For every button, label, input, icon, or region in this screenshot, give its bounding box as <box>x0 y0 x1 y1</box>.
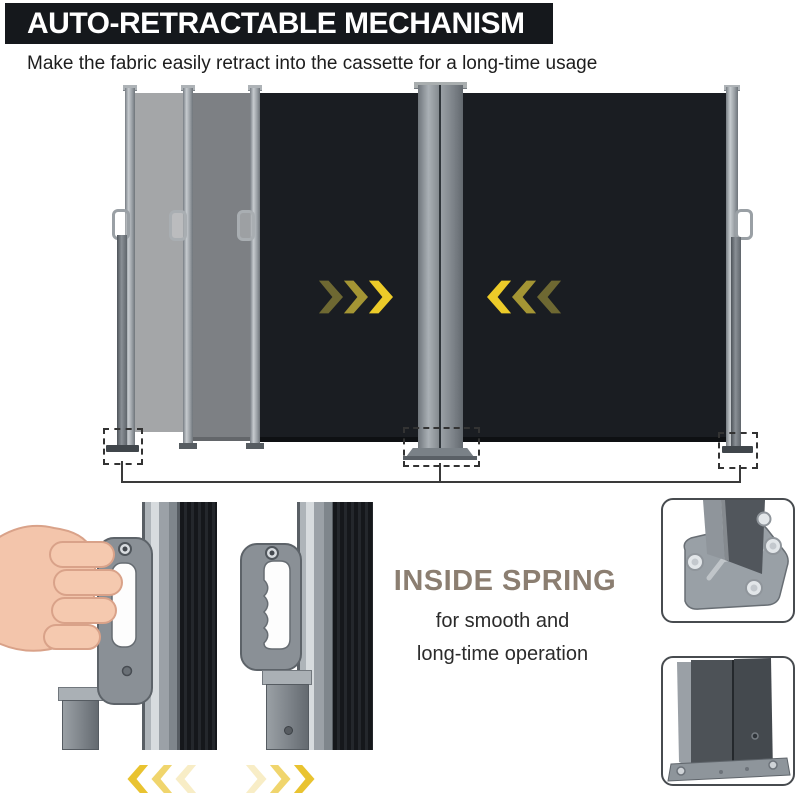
pole-foot <box>246 443 264 449</box>
base-plate-photo-bottom <box>661 656 795 786</box>
support-foot-left <box>106 445 139 452</box>
support-leg-cap <box>262 670 312 685</box>
leader-line <box>121 461 123 482</box>
callout-box-left-foot <box>103 428 143 465</box>
slide-arrows-right-icon <box>242 765 316 793</box>
detached-leg-body <box>62 700 99 750</box>
pull-bar-ghost-2 <box>183 88 193 448</box>
cassette-base-plate <box>403 456 477 460</box>
support-leg-right <box>731 237 741 447</box>
pull-handle-large <box>240 543 302 671</box>
support-leg-body <box>266 684 309 750</box>
inside-spring-line-2: long-time operation <box>416 643 589 665</box>
inside-spring-line-1: for smooth and <box>435 610 570 632</box>
base-plate-photo-top <box>661 498 795 623</box>
pull-handle <box>237 210 255 241</box>
callout-box-right-foot <box>718 432 758 469</box>
pole-foot <box>179 443 197 449</box>
pull-bar-ghost-1 <box>125 88 135 448</box>
fabric-strip <box>333 502 373 750</box>
leader-line <box>439 463 441 482</box>
fabric-panel-left <box>250 93 418 442</box>
callout-box-center-base <box>403 427 480 467</box>
inside-spring-title: INSIDE SPRING <box>393 565 617 597</box>
hand <box>0 524 123 652</box>
title-banner: AUTO-RETRACTABLE MECHANISM <box>5 3 553 44</box>
subtitle: Make the fabric easily retract into the … <box>27 53 598 74</box>
cassette-post-right <box>441 85 463 448</box>
pull-handle <box>735 209 753 240</box>
page-title: AUTO-RETRACTABLE MECHANISM <box>27 6 525 40</box>
fabric-strip <box>180 502 217 750</box>
cassette-foot <box>406 448 474 457</box>
leader-line <box>121 481 741 483</box>
pull-handle <box>169 210 187 241</box>
slide-arrows-left-icon <box>126 765 200 793</box>
support-leg-left <box>117 235 127 447</box>
retract-arrows-right-icon <box>487 279 564 315</box>
support-foot-right <box>722 446 753 453</box>
retract-arrows-left-icon <box>316 279 393 315</box>
cassette-post-left <box>418 85 441 448</box>
screw-icon <box>284 726 293 735</box>
pull-bar-current <box>250 88 260 448</box>
leader-line <box>739 465 741 482</box>
fabric-panel-right <box>463 93 728 442</box>
